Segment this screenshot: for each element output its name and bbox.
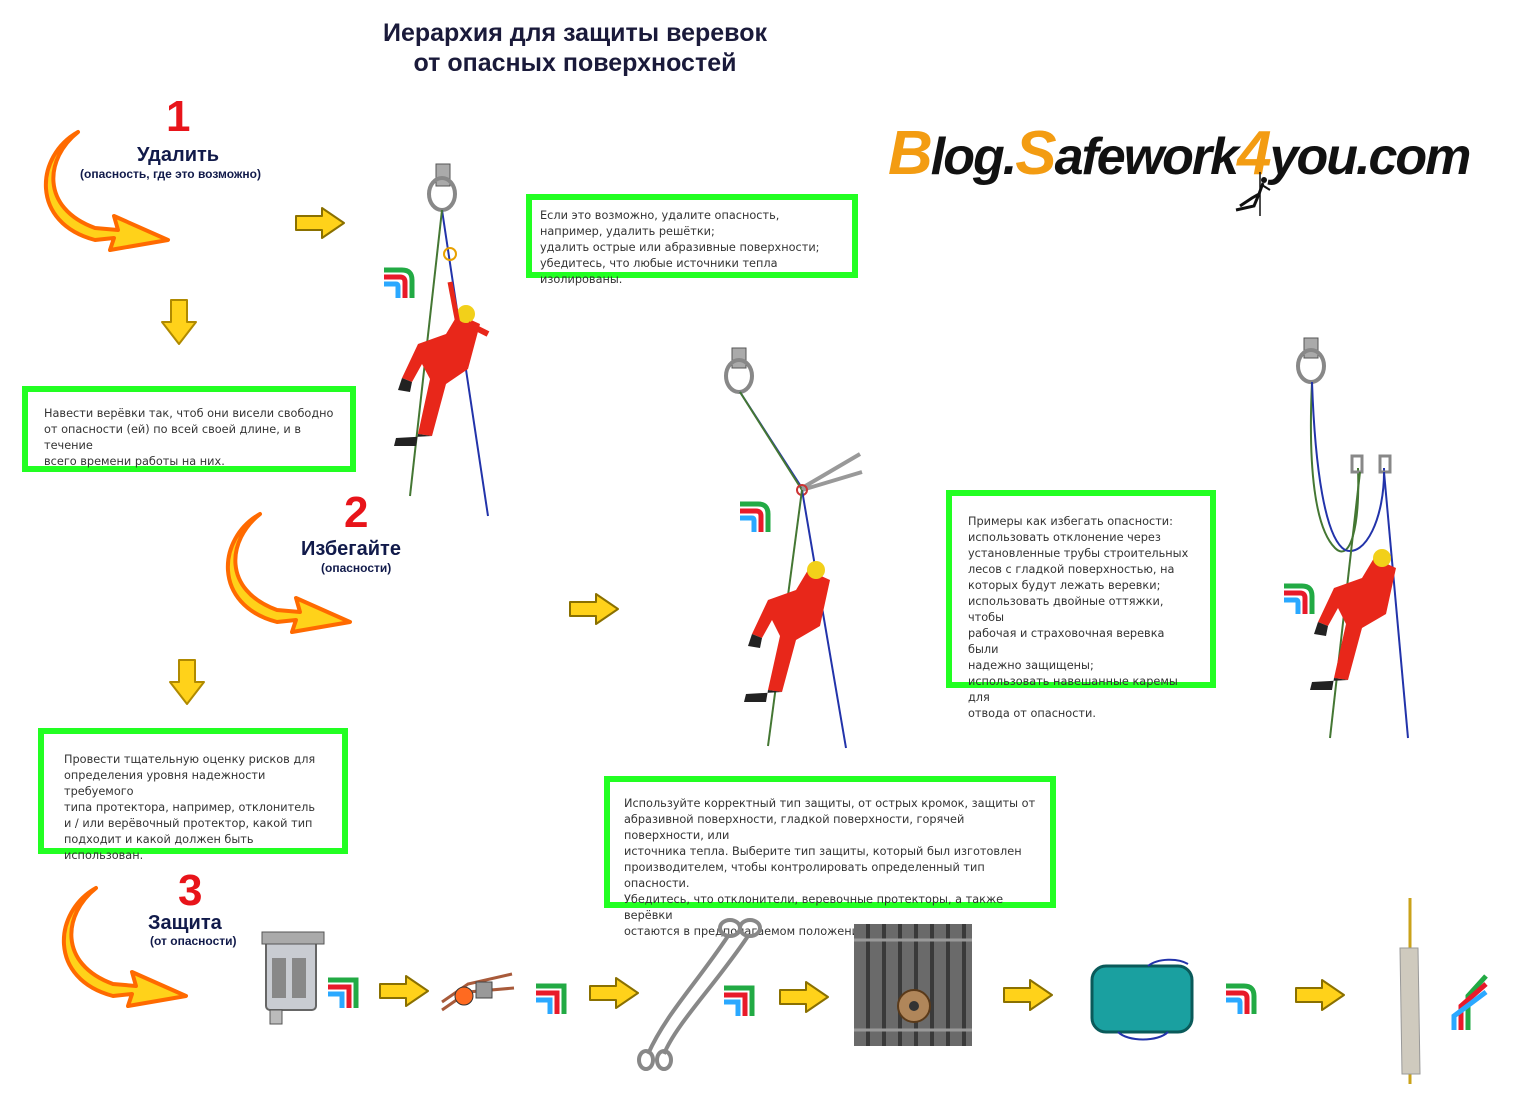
step3-curved-arrow-icon <box>62 886 188 1008</box>
avoid-examples-box: Примеры как избегать опасности: использо… <box>946 490 1216 720</box>
anchor-icon <box>1296 337 1326 384</box>
hang-line: Навести верёвки так, чтоб они висели сво… <box>44 407 334 420</box>
step1-name: Удалить <box>137 144 220 166</box>
edge-corner-icon-7 <box>1226 983 1257 1014</box>
edge-corner-icon-2 <box>740 501 771 532</box>
protect-line: Убедитесь, что отклонители, веревочные п… <box>624 893 1004 922</box>
step1-sub: (опасность, где это возможно) <box>80 167 261 181</box>
right-arrow-icon-5 <box>779 981 829 1013</box>
remove-box: Если это возможно, удалите опасность, на… <box>526 194 858 286</box>
edge-corner-icon-8 <box>1451 974 1488 1030</box>
right-arrow-icon-2 <box>569 593 619 625</box>
hang-box: Навести верёвки так, чтоб они висели сво… <box>22 386 356 472</box>
rope-deviation <box>796 452 863 496</box>
remove-line: убедитесь, что любые источники тепла изо… <box>540 257 778 286</box>
assess-line: определения уровня надежности требуемого <box>64 769 266 798</box>
remove-line: например, удалить решётки; <box>540 225 715 238</box>
anchor-icon <box>724 347 754 394</box>
edge-corner-icon-5 <box>536 983 567 1014</box>
avoid-line: Примеры как избегать опасности: <box>968 515 1173 528</box>
anchor-icon <box>427 163 457 212</box>
step2-number: 2 <box>344 488 369 537</box>
assess-line: Провести тщательную оценку рисков для <box>64 753 316 766</box>
step2-curved-arrow-icon <box>226 512 352 634</box>
step3-name: Защита <box>148 912 222 934</box>
right-arrow-icon-6 <box>1003 979 1053 1011</box>
rope-protector-pad <box>1090 958 1194 1041</box>
logo-climber-icon <box>1235 172 1271 216</box>
site-logo: Blog.Safework4you.com <box>888 119 1471 188</box>
down-arrow-icon-1 <box>161 299 197 345</box>
edge-corner-icon-3 <box>1284 583 1315 614</box>
right-arrow-icon-3 <box>379 975 429 1007</box>
step2-name: Избегайте <box>301 538 401 560</box>
title-line-2: от опасных поверхностей <box>413 49 737 77</box>
protect-line: производителем, чтобы контролировать опр… <box>624 861 985 890</box>
assess-line: и / или верёвочный протектор, какой тип <box>64 817 313 830</box>
protect-line: источника тепла. Выберите тип защиты, ко… <box>624 845 1022 858</box>
right-arrow-icon-7 <box>1295 979 1345 1011</box>
avoid-line: отвода от опасности. <box>968 707 1096 720</box>
roller-protector <box>261 931 325 1025</box>
avoid-line: лесов с гладкой поверхностью, на <box>968 563 1175 576</box>
title-line-1: Иерархия для защиты веревок <box>382 19 768 47</box>
step3-number: 3 <box>178 866 203 915</box>
avoid-line: использовать отклонение через <box>968 531 1161 544</box>
avoid-line: рабочая и страховочная веревка были <box>968 627 1165 656</box>
edge-corner-icon-1 <box>384 267 415 298</box>
rope-deviation-device <box>441 972 515 1012</box>
wire-sling <box>637 918 762 1071</box>
hang-line: всего времени работы на них. <box>44 455 225 468</box>
step3-sub: (от опасности) <box>150 934 237 948</box>
protect-box: Используйте корректный тип защиты, от ос… <box>604 776 1056 938</box>
protect-line: Используйте корректный тип защиты, от ос… <box>624 797 1036 810</box>
assess-line: подходит и какой должен быть использован… <box>64 833 254 862</box>
assess-box: Провести тщательную оценку рисков для оп… <box>38 728 348 862</box>
step1-curved-arrow-icon <box>44 130 170 252</box>
assess-line: типа протектора, например, отклонитель <box>64 801 316 814</box>
step2-sub: (опасности) <box>321 561 392 575</box>
remove-line: удалить острые или абразивные поверхност… <box>540 241 820 254</box>
avoid-line: использовать навешанные каремы для <box>968 675 1178 704</box>
rope-access-worker-1 <box>394 163 490 517</box>
rope-access-worker-2 <box>724 347 863 749</box>
remove-line: Если это возможно, удалите опасность, <box>540 209 780 222</box>
right-arrow-icon-4 <box>589 977 639 1009</box>
rope-sleeve <box>1399 898 1421 1084</box>
down-arrow-icon-2 <box>169 659 205 705</box>
avoid-line: использовать двойные оттяжки, чтобы <box>968 595 1164 624</box>
edge-corner-icon-4 <box>328 977 359 1008</box>
protect-line: абразивной поверхности, гладкой поверхно… <box>624 813 965 842</box>
diagram-title: Иерархия для защиты веревок от опасных п… <box>0 18 1150 78</box>
step1-number: 1 <box>166 92 191 141</box>
grating-with-anchor <box>854 924 972 1046</box>
avoid-line: которых будут лежать веревки; <box>968 579 1161 592</box>
rope-access-worker-3 <box>1296 337 1409 739</box>
avoid-line: надежно защищены; <box>968 659 1094 672</box>
hang-line: от опасности (ей) по всей своей длине, и… <box>44 423 302 452</box>
avoid-line: установленные трубы строительных <box>968 547 1189 560</box>
edge-corner-icon-6 <box>724 985 755 1016</box>
right-arrow-icon-1 <box>295 207 345 239</box>
